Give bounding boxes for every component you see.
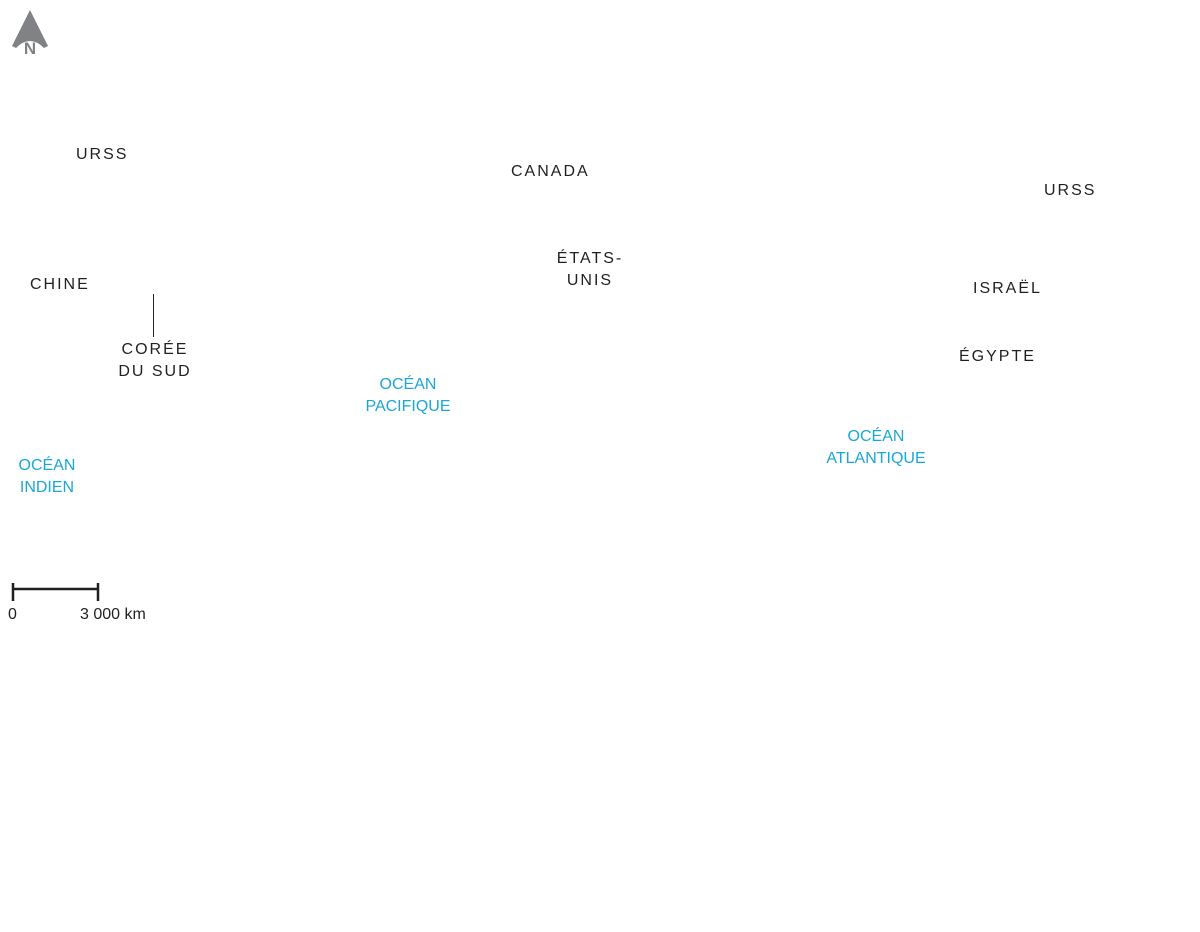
label-ocean-indien: OCÉAN INDIEN bbox=[10, 455, 84, 499]
label-atlantique-line2: ATLANTIQUE bbox=[826, 450, 926, 467]
coree-leader-line bbox=[153, 294, 154, 337]
north-letter: N bbox=[24, 39, 36, 58]
label-ocean-atlantique: OCÉAN ATLANTIQUE bbox=[820, 426, 932, 470]
north-arrow-icon: N bbox=[12, 10, 48, 58]
label-urss-west: URSS bbox=[76, 146, 129, 163]
label-ocean-pacifique: OCÉAN PACIFIQUE bbox=[358, 374, 458, 418]
label-chine: CHINE bbox=[30, 276, 90, 293]
label-urss-east: URSS bbox=[1044, 182, 1097, 199]
label-atlantique-line1: OCÉAN bbox=[847, 428, 905, 445]
scale-bar bbox=[11, 583, 100, 601]
label-israel: ISRAËL bbox=[973, 280, 1042, 297]
label-etats-unis-line1: ÉTATS- bbox=[556, 250, 624, 267]
label-pacifique-line2: PACIFIQUE bbox=[365, 398, 451, 415]
label-coree-line1: CORÉE bbox=[121, 341, 189, 358]
label-coree-du-sud: CORÉE DU SUD bbox=[113, 339, 197, 383]
label-indien-line1: OCÉAN bbox=[18, 457, 76, 474]
scale-end-label: 3 000 km bbox=[80, 606, 146, 623]
label-indien-line2: INDIEN bbox=[19, 479, 75, 496]
label-pacifique-line1: OCÉAN bbox=[379, 376, 437, 393]
label-canada: CANADA bbox=[511, 163, 590, 180]
scale-start-label: 0 bbox=[8, 606, 17, 623]
label-egypte: ÉGYPTE bbox=[959, 348, 1036, 365]
label-coree-line2: DU SUD bbox=[118, 363, 192, 380]
label-etats-unis: ÉTATS- UNIS bbox=[555, 248, 625, 292]
label-etats-unis-line2: UNIS bbox=[566, 272, 614, 289]
